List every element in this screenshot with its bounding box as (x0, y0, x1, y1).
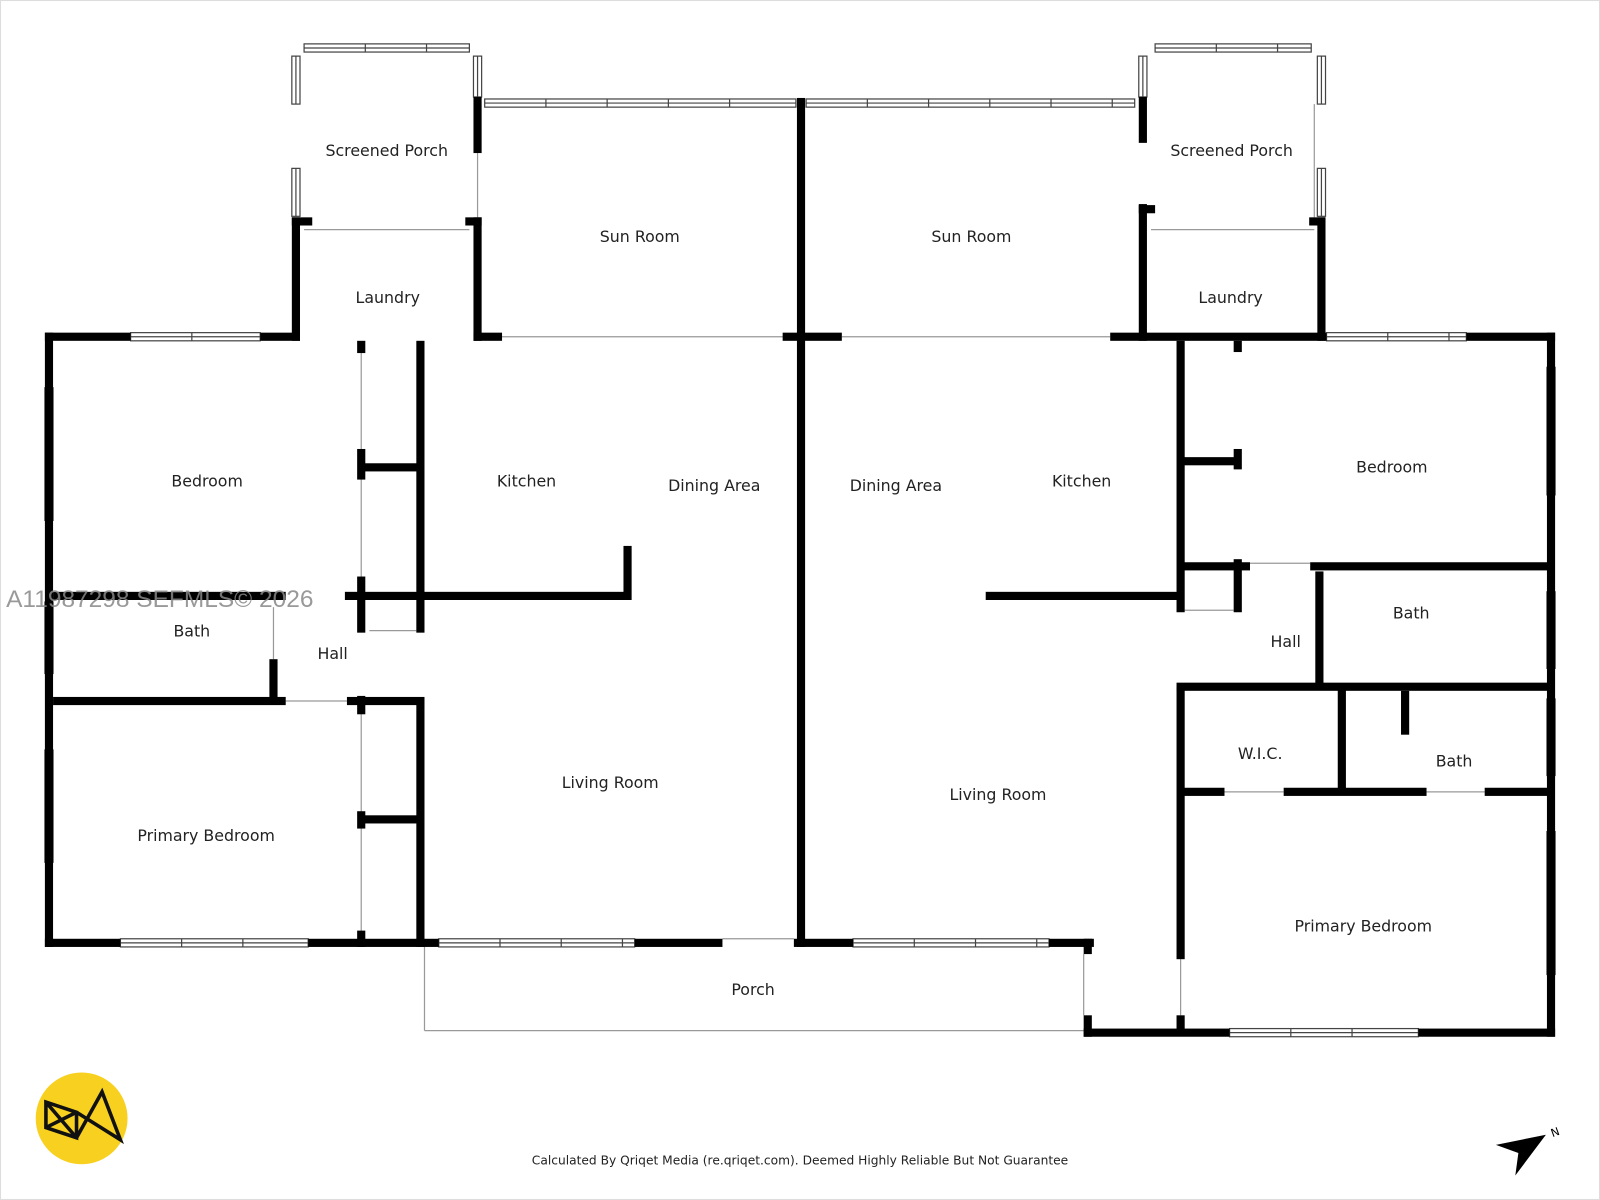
room-label-laundry-right: Laundry (1198, 288, 1262, 307)
room-label-sun-room-right: Sun Room (931, 227, 1011, 246)
room-label-bath-right: Bath (1393, 603, 1430, 622)
wall (1083, 1015, 1092, 1037)
wall (1317, 217, 1326, 341)
room-label-hall-right: Hall (1271, 632, 1301, 651)
wall (793, 938, 854, 947)
wall (1048, 938, 1094, 947)
wall (291, 217, 313, 226)
wall (1180, 787, 1225, 796)
north-arrow-icon: N (1495, 1125, 1561, 1176)
wall (260, 332, 300, 341)
wall (473, 96, 482, 154)
room-label-screened-porch-left: Screened Porch (325, 141, 448, 160)
thin-lines (272, 104, 1485, 1032)
room-label-kitchen-left: Kitchen (497, 472, 556, 491)
wall (44, 332, 54, 947)
watermark: A11987298 SEFMLS© 2026 (6, 586, 313, 613)
wall (1283, 787, 1427, 796)
wall (357, 695, 366, 715)
wall (1138, 204, 1147, 341)
wall (1484, 787, 1552, 796)
qriqet-logo-icon (35, 1072, 128, 1165)
wall (1110, 332, 1327, 341)
wall (53, 696, 286, 706)
wall (1083, 1028, 1230, 1037)
room-label-dining-left: Dining Area (668, 476, 760, 495)
wall (1180, 562, 1250, 571)
room-label-hall-left: Hall (317, 644, 347, 663)
wall (1176, 340, 1185, 613)
room-label-bedroom-right: Bedroom (1356, 457, 1427, 476)
room-label-dining-right: Dining Area (850, 476, 942, 495)
wall (1309, 217, 1326, 226)
wall (1233, 340, 1242, 353)
wall (1233, 559, 1242, 613)
wall (44, 332, 131, 341)
wall (473, 217, 482, 341)
wall (985, 591, 1181, 600)
wall (269, 659, 278, 705)
wall (344, 591, 631, 600)
wall (1176, 1015, 1185, 1031)
room-label-living-room-left: Living Room (562, 773, 659, 792)
wall (1176, 682, 1552, 691)
walls (44, 96, 1556, 1037)
room-label-bedroom-left: Bedroom (171, 472, 242, 491)
wall (473, 332, 503, 341)
wall (465, 217, 482, 226)
wall (796, 97, 806, 947)
wall (357, 340, 366, 354)
wall (1138, 96, 1147, 143)
wall (1466, 332, 1556, 341)
room-label-primary-bedroom-right: Primary Bedroom (1295, 917, 1433, 936)
room-label-screened-porch-right: Screened Porch (1170, 141, 1293, 160)
wall (1138, 205, 1156, 214)
wall (1401, 690, 1410, 735)
room-label-bath2-right: Bath (1436, 751, 1473, 770)
wall (44, 938, 121, 947)
wall (623, 545, 632, 600)
wall (357, 576, 366, 633)
room-label-living-room-right: Living Room (949, 785, 1046, 804)
wall (53, 591, 286, 600)
room-label-primary-bedroom-left: Primary Bedroom (137, 826, 275, 845)
room-label-kitchen-right: Kitchen (1052, 472, 1111, 491)
wall (357, 930, 366, 947)
wall (1315, 571, 1324, 684)
room-label-porch: Porch (731, 980, 774, 999)
wall (1180, 457, 1240, 466)
wall (416, 340, 425, 633)
wall (634, 938, 723, 947)
wall (359, 815, 421, 824)
room-label-bath-left: Bath (173, 622, 210, 641)
room-label-sun-room-left: Sun Room (600, 227, 680, 246)
wall (1176, 686, 1185, 960)
wall (346, 696, 425, 706)
room-label-laundry-left: Laundry (356, 288, 420, 307)
wall (782, 332, 842, 341)
north-label: N (1549, 1125, 1561, 1140)
wall (308, 938, 439, 947)
wall (359, 463, 421, 472)
wall (1337, 686, 1346, 792)
wall (1083, 938, 1092, 955)
wall (1310, 562, 1552, 571)
room-label-wic-right: W.I.C. (1238, 744, 1283, 763)
wall (1418, 1028, 1556, 1037)
wall (291, 217, 300, 341)
footer-disclaimer: Calculated By Qriqet Media (re.qriqet.co… (532, 1153, 1068, 1167)
